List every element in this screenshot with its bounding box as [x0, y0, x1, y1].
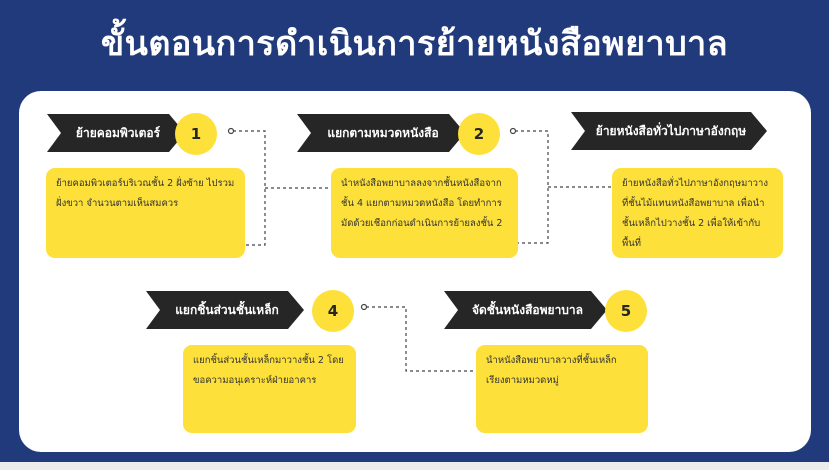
- step-2-number: 2: [458, 113, 500, 155]
- step-5-description: นำหนังสือพยาบาลวางที่ชั้นเหล็ก เรียงตามห…: [476, 345, 648, 433]
- step-1-description: ย้ายคอมพิวเตอร์บริเวณชั้น 2 ฝั่งซ้าย ไปร…: [46, 168, 245, 258]
- step-4-description: แยกชิ้นส่วนชั้นเหล็กมาวางชั้น 2 โดยขอควา…: [183, 345, 356, 433]
- step-1-heading: ย้ายคอมพิวเตอร์: [47, 114, 185, 152]
- step-4-heading: แยกชิ้นส่วนชั้นเหล็ก: [146, 291, 304, 329]
- step-5-heading: จัดชั้นหนังสือพยาบาล: [444, 291, 607, 329]
- page-title: ขั้นตอนการดำเนินการย้ายหนังสือพยาบาล: [100, 24, 729, 64]
- step-4-number: 4: [312, 290, 354, 332]
- step-2-description: นำหนังสือพยาบาลลงจากชั้นหนังสือจากชั้น 4…: [331, 168, 518, 258]
- step-1-number: 1: [175, 113, 217, 155]
- step-5-number: 5: [605, 290, 647, 332]
- step-3-heading: ย้ายหนังสือทั่วไปภาษาอังกฤษ: [571, 112, 767, 150]
- step-3-description: ย้ายหนังสือทั่วไปภาษาอังกฤษมาวางที่ชั้นไ…: [612, 168, 783, 258]
- step-2-heading: แยกตามหมวดหนังสือ: [297, 114, 465, 152]
- bottom-strip: [0, 462, 829, 470]
